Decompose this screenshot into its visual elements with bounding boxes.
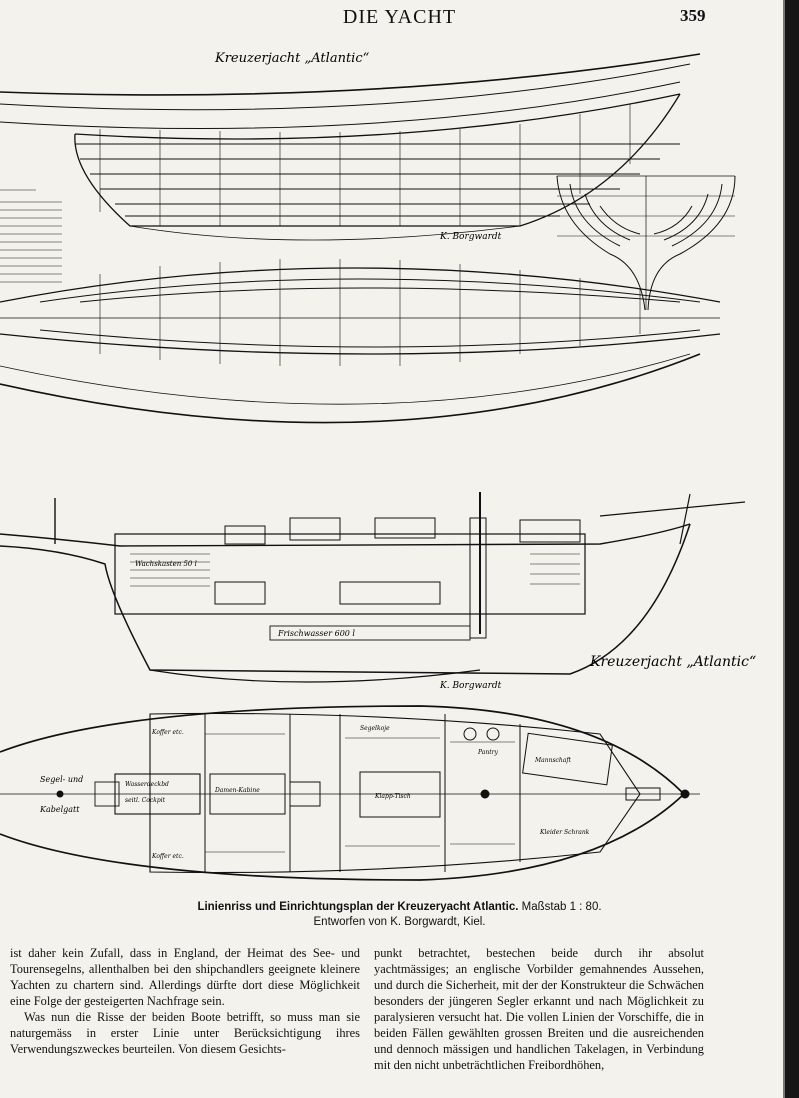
caption-title: Linienriss und Einrichtungsplan der Kreu… xyxy=(197,901,519,913)
chain-locker-label: Kleider Schrank xyxy=(539,829,590,836)
page-number: 359 xyxy=(680,6,706,25)
lines-plan-title: Kreuzerjacht „Atlantic“ xyxy=(214,51,370,66)
koffer-top-label: Koffer etc. xyxy=(151,729,184,736)
lines-plan-view xyxy=(0,259,721,424)
dinghy-label: Wasserdeckbd xyxy=(125,781,169,788)
koffer-bottom-label: Koffer etc. xyxy=(151,853,184,860)
scan-edge xyxy=(785,0,799,1098)
vorkoje-label: Segelkoje xyxy=(360,725,390,732)
caption-scale: Maßstab 1 : 80. xyxy=(521,901,602,913)
text-column-left: ist daher kein Zufall, dass in England, … xyxy=(10,945,360,1057)
paragraph: punkt betrachtet, bestechen beide durch … xyxy=(374,946,704,1072)
caption-credit: Entworfen von K. Borgwardt, Kiel. xyxy=(313,916,486,928)
engine-label: Wachskasten 50 l xyxy=(135,560,197,568)
arrangement-signature: K. Borgwardt xyxy=(439,681,502,691)
body-plan xyxy=(556,175,736,311)
figure-caption: Linienriss und Einrichtungsplan der Kreu… xyxy=(0,900,799,930)
accommodation-plan xyxy=(0,705,700,881)
mannschaft-label: Mannschaft xyxy=(534,757,572,764)
arrangement-profile xyxy=(0,492,746,683)
damen-kabine-label: Damen-Kabine xyxy=(214,787,260,794)
cockpit-label: seitl. Cockpit xyxy=(125,797,166,804)
paragraph: ist daher kein Zufall, dass in England, … xyxy=(10,946,360,1008)
pantry-label: Pantry xyxy=(477,749,498,756)
tank-label: Frischwasser 600 l xyxy=(277,629,355,638)
running-head: DIE YACHT xyxy=(342,6,457,28)
text-column-right: punkt betrachtet, bestechen beide durch … xyxy=(374,945,704,1073)
scan-edge-line xyxy=(783,0,785,1098)
rigging-label-2: Kabelgatt xyxy=(39,805,80,814)
lines-plan-signature: K. Borgwardt xyxy=(439,232,502,242)
paragraph: Was nun die Risse der beiden Boote betri… xyxy=(10,1010,360,1056)
yacht-drawing-plate: Kreuzerjacht „Atlantic“ K. Borgwardt Fri… xyxy=(0,51,756,881)
salon-label: Klapp-Tisch xyxy=(374,793,411,800)
arrangement-title: Kreuzerjacht „Atlantic“ xyxy=(589,654,756,670)
lines-profile xyxy=(0,53,701,241)
hull-data-table xyxy=(0,189,62,283)
rigging-label-1: Segel- und xyxy=(40,775,83,784)
